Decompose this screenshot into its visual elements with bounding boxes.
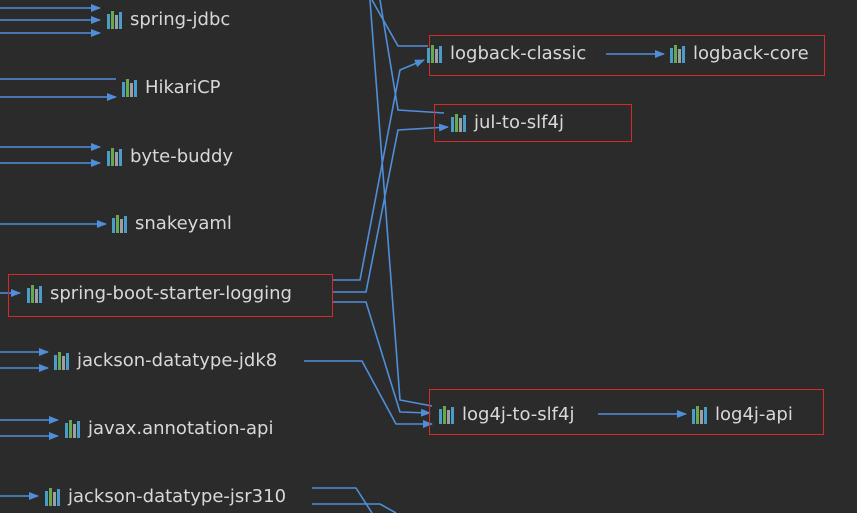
jar-icon: [107, 148, 122, 166]
jar-icon: [670, 45, 685, 63]
node-label: jul-to-slf4j: [474, 112, 564, 133]
node-hikaricp[interactable]: HikariCP: [122, 76, 221, 100]
node-label: logback-core: [693, 43, 809, 64]
edge: [369, 0, 433, 407]
jar-icon: [439, 406, 454, 424]
node-jackson-datatype-jsr310[interactable]: jackson-datatype-jsr310: [45, 485, 286, 509]
edge: [312, 487, 373, 513]
node-label: byte-buddy: [130, 146, 234, 167]
highlight-box: [8, 274, 333, 317]
node-label: spring-jdbc: [130, 9, 231, 30]
jar-icon: [107, 11, 122, 29]
jar-icon: [54, 352, 69, 370]
jar-icon: [27, 285, 42, 303]
edge: [312, 503, 397, 513]
node-jul-to-slf4j[interactable]: jul-to-slf4j: [451, 111, 564, 135]
node-label: jackson-datatype-jsr310: [68, 486, 287, 507]
node-log4j-api[interactable]: log4j-api: [692, 403, 793, 427]
node-label: log4j-api: [715, 404, 793, 425]
edge: [332, 123, 449, 293]
edge: [304, 360, 433, 428]
node-label: spring-boot-starter-logging: [50, 283, 292, 304]
node-label: log4j-to-slf4j: [462, 404, 575, 425]
node-jackson-datatype-jdk8[interactable]: jackson-datatype-jdk8: [54, 349, 277, 373]
jar-icon: [692, 406, 707, 424]
node-byte-buddy[interactable]: byte-buddy: [107, 145, 233, 169]
node-label: jackson-datatype-jdk8: [77, 350, 278, 371]
jar-icon: [122, 79, 137, 97]
node-label: javax.annotation-api: [88, 418, 274, 439]
node-logback-core[interactable]: logback-core: [670, 42, 809, 66]
jar-icon: [112, 215, 127, 233]
edge: [379, 0, 445, 114]
node-logback-classic[interactable]: logback-classic: [427, 42, 586, 66]
node-log4j-to-slf4j[interactable]: log4j-to-slf4j: [439, 403, 574, 427]
jar-icon: [427, 45, 442, 63]
edge: [332, 301, 431, 417]
jar-icon: [45, 488, 60, 506]
node-spring-boot-starter-logging[interactable]: spring-boot-starter-logging: [27, 282, 292, 306]
edge: [332, 59, 425, 281]
node-label: snakeyaml: [135, 213, 232, 234]
node-label: logback-classic: [450, 43, 587, 64]
node-snakeyaml[interactable]: snakeyaml: [112, 212, 232, 236]
node-label: HikariCP: [145, 77, 221, 98]
jar-icon: [451, 114, 466, 132]
edge: [371, 0, 428, 47]
node-javax-annotation-api[interactable]: javax.annotation-api: [65, 417, 273, 441]
highlight-box: [429, 389, 824, 435]
highlight-box: [434, 104, 632, 142]
node-spring-jdbc[interactable]: spring-jdbc: [107, 8, 230, 32]
jar-icon: [65, 420, 80, 438]
